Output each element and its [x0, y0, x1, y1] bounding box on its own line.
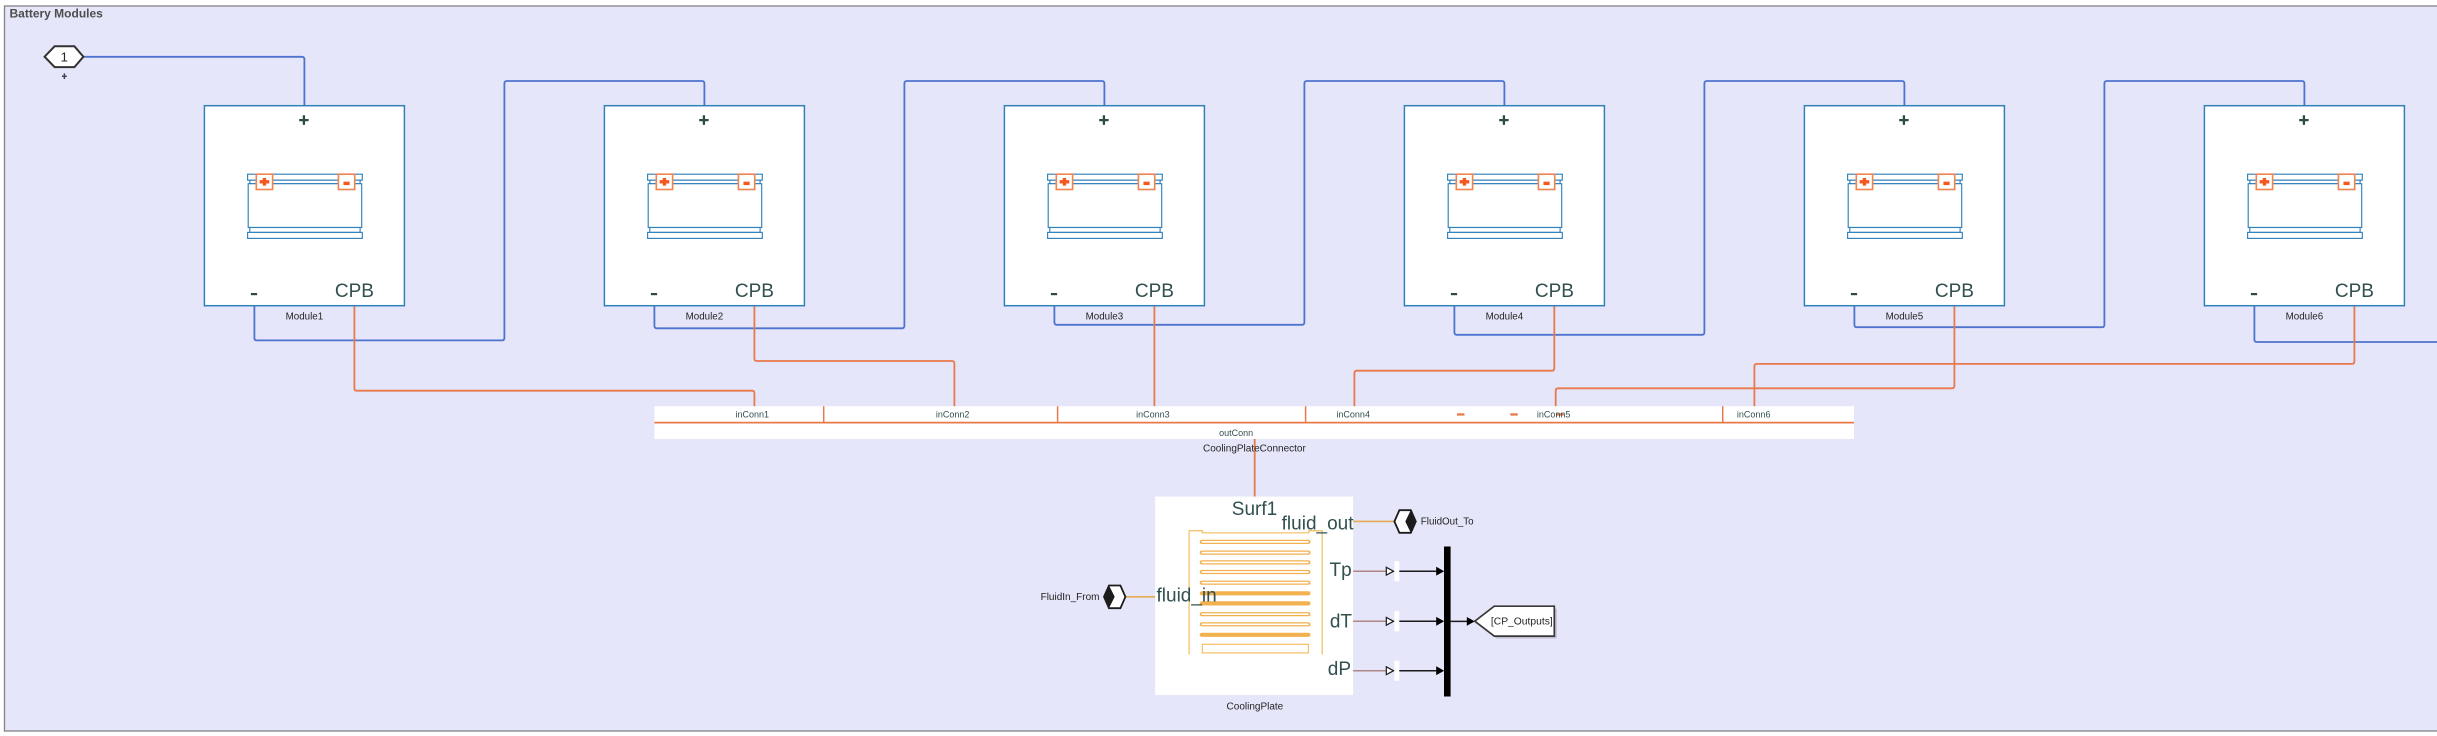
- svg-text:outConn: outConn: [1219, 428, 1253, 438]
- svg-text:Module6: Module6: [2286, 312, 2324, 323]
- svg-text:FluidIn_From: FluidIn_From: [1041, 592, 1100, 603]
- svg-text:Battery Modules: Battery Modules: [10, 7, 104, 21]
- svg-text:CoolingPlate: CoolingPlate: [1227, 702, 1284, 713]
- svg-text:CPB: CPB: [1535, 281, 1574, 302]
- svg-text:Tp: Tp: [1330, 560, 1352, 581]
- svg-text:Module1: Module1: [286, 312, 324, 323]
- svg-text:1: 1: [61, 49, 68, 64]
- svg-text:inConn2: inConn2: [936, 410, 970, 420]
- svg-text:fluid_in: fluid_in: [1157, 586, 1217, 607]
- svg-text:CoolingPlateConnector: CoolingPlateConnector: [1203, 443, 1307, 454]
- svg-text:Module2: Module2: [686, 312, 724, 323]
- svg-text:inConn3: inConn3: [1136, 410, 1170, 420]
- svg-text:Module5: Module5: [1886, 312, 1924, 323]
- svg-text:dT: dT: [1330, 612, 1353, 633]
- svg-text:Surf1: Surf1: [1232, 499, 1277, 520]
- svg-text:inConn5: inConn5: [1537, 410, 1571, 420]
- svg-text:Module4: Module4: [1486, 312, 1524, 323]
- svg-text:inConn6: inConn6: [1737, 410, 1771, 420]
- svg-text:CPB: CPB: [1135, 281, 1174, 302]
- svg-text:FluidOut_To: FluidOut_To: [1421, 517, 1474, 528]
- svg-text:[CP_Outputs]: [CP_Outputs]: [1491, 616, 1553, 627]
- svg-text:CPB: CPB: [2335, 281, 2374, 302]
- svg-text:CPB: CPB: [335, 281, 374, 302]
- svg-text:CPB: CPB: [735, 281, 774, 302]
- svg-text:inConn1: inConn1: [736, 410, 770, 420]
- svg-text:dP: dP: [1328, 659, 1351, 680]
- svg-text:inConn4: inConn4: [1336, 410, 1370, 420]
- svg-text:Module3: Module3: [1086, 312, 1124, 323]
- svg-text:CPB: CPB: [1935, 281, 1974, 302]
- svg-text:fluid_out: fluid_out: [1282, 513, 1355, 534]
